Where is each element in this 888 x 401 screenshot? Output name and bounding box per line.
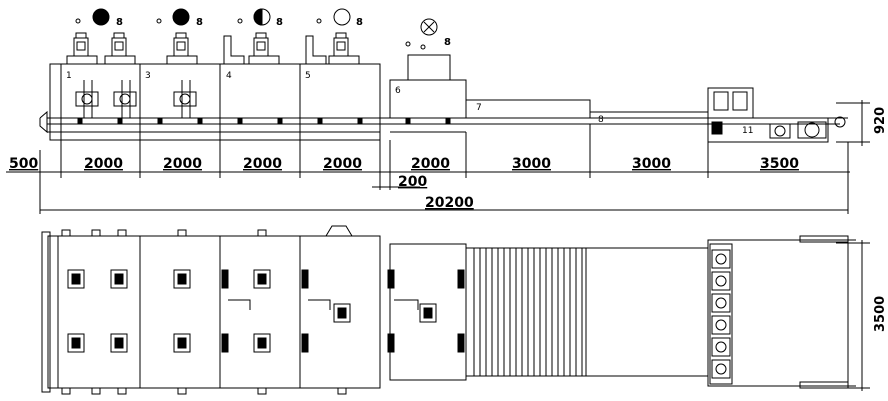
conveyor-markers	[77, 118, 451, 124]
status-symbol-1: 8	[75, 8, 123, 28]
svg-text:8: 8	[196, 17, 203, 28]
elevation-view: 8 8 8 8	[39, 8, 848, 150]
dim-2000-zone-4: 2000	[243, 156, 282, 172]
zone-label-11: 11	[742, 126, 753, 136]
dim-500: 500	[9, 156, 38, 172]
zone-11-unit	[707, 87, 848, 143]
plan-view	[41, 225, 856, 395]
status-symbols: 8 8 8 8	[75, 8, 451, 50]
dim-3000-zone-7: 3000	[512, 156, 551, 172]
zone-label-4: 4	[226, 71, 232, 81]
status-symbol-4: 8	[316, 8, 363, 28]
fan-mechanisms	[75, 80, 197, 118]
status-symbol-3: 8	[237, 8, 283, 28]
plan-clips	[61, 229, 347, 395]
zone-label-6: 6	[395, 86, 401, 96]
dim-3500-zone-11: 3500	[760, 156, 799, 172]
dim-2000-zone-3: 2000	[163, 156, 202, 172]
legs	[60, 132, 467, 150]
svg-text:8: 8	[356, 17, 363, 28]
dim-2000-zone-1: 2000	[84, 156, 123, 172]
burner-units	[66, 32, 360, 65]
plan-oven-body	[47, 235, 381, 389]
dim-2000-zone-5: 2000	[323, 156, 362, 172]
plan-zone-7-slats	[465, 247, 587, 377]
zone-label-3: 3	[145, 71, 151, 81]
dim-20200: 20200	[425, 195, 474, 211]
zone-label-5: 5	[305, 71, 311, 81]
zone-7-section	[465, 99, 591, 119]
svg-text:8: 8	[276, 17, 283, 28]
dimension-lines	[6, 100, 870, 391]
svg-text:8: 8	[116, 17, 123, 28]
dim-3000-zone-8: 3000	[632, 156, 671, 172]
zone-label-1: 1	[66, 71, 72, 81]
plan-side-ducts	[221, 269, 465, 353]
dimension-labels: 500 2000 2000 2000 2000 2000 3000 3000 3…	[9, 107, 888, 332]
svg-text:8: 8	[444, 37, 451, 48]
zone-6-hood	[407, 54, 451, 81]
dim-920: 920	[873, 107, 888, 134]
zone-label-7: 7	[476, 103, 482, 113]
plan-burners	[67, 269, 437, 353]
dim-2000-zone-6: 2000	[411, 156, 450, 172]
plan-zone-8	[585, 247, 709, 377]
dim-3500-plan: 3500	[873, 296, 888, 332]
status-symbol-2: 8	[156, 8, 203, 28]
plan-zone-11	[707, 235, 856, 389]
status-symbol-5: 8	[405, 18, 451, 50]
dim-200: 200	[398, 174, 427, 190]
zone-label-8: 8	[598, 115, 604, 125]
